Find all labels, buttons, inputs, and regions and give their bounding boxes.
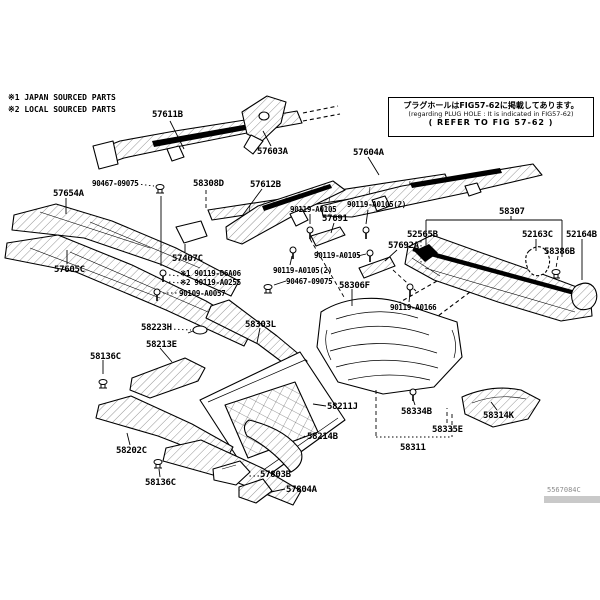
part-label-57692a: 57692A	[388, 241, 419, 251]
bolt-icon	[409, 388, 417, 402]
part-58213e-drawing	[129, 357, 206, 399]
part-label-58211j: 58211J	[327, 402, 358, 412]
part-label-58308d: 58308D	[193, 179, 224, 189]
part-58223h-drawing	[187, 325, 208, 335]
part-label-58303l: 58303L	[245, 320, 276, 330]
part-57407c-drawing	[175, 220, 208, 244]
part-57803b-drawing	[212, 460, 251, 486]
part-58306f-drawing	[316, 297, 463, 395]
part-57611b-drawing	[92, 105, 341, 170]
bolt-icon	[366, 249, 374, 263]
part-label-58136c: 58136C	[145, 478, 176, 488]
part-52163c-drawing	[525, 246, 551, 277]
part-58307-drawing	[394, 234, 598, 323]
diagram-artwork	[4, 95, 598, 506]
note-english-text: (regarding PLUG HOLE : It is indicated i…	[408, 110, 574, 118]
part-label-58306f: 58306F	[339, 281, 370, 291]
part-label-58335e: 58335E	[432, 425, 463, 435]
part-label-90119-a0105: 90119-A0105	[314, 251, 361, 260]
part-label-58334b: 58334B	[401, 407, 432, 417]
part-52565b-drawing	[414, 244, 438, 262]
leader-lines	[65, 120, 583, 493]
legend-line-1: ※1 JAPAN SOURCED PARTS	[8, 93, 116, 102]
part-label-2-90119-a0255: ※2 90119-A0255	[180, 278, 241, 287]
part-label-57407c: 57407C	[172, 254, 203, 264]
part-57654a-drawing	[11, 203, 240, 297]
part-label-90119-a0105: 90119-A0105	[290, 205, 337, 214]
part-label-57604a: 57604A	[353, 148, 384, 158]
part-label-58202c: 58202C	[116, 446, 147, 456]
part-label-58307: 58307	[499, 207, 525, 217]
part-label-57611b: 57611B	[152, 110, 183, 120]
clip-icon	[155, 184, 165, 194]
part-58214b-drawing	[243, 419, 303, 473]
part-58211j-drawing	[199, 351, 346, 486]
plug-hole-note-box: プラグホールはFIG57-62に掲載してあります。 (regarding PLU…	[388, 97, 594, 137]
part-label-57654a: 57654A	[53, 189, 84, 199]
part-label-57612b: 57612B	[250, 180, 281, 190]
part-label-90119-a0166: 90119-A0166	[390, 303, 437, 312]
clip-icon	[551, 269, 561, 279]
part-label-58311: 58311	[400, 443, 426, 453]
part-57612b-drawing	[225, 180, 346, 245]
part-label-52163c: 52163C	[522, 230, 553, 240]
note-refer-text: ( REFER TO FIG 57-62 )	[428, 118, 554, 127]
part-label-90467-09075: 90467-09075	[286, 277, 333, 286]
part-57804a-drawing	[238, 478, 273, 504]
part-label-90109-a0057: 90109-A0057	[179, 289, 226, 298]
footer-bar	[544, 496, 600, 503]
part-label-1-90119-d6a06: ※1 90119-D6A06	[180, 269, 241, 278]
part-label-58223h: 58223H	[141, 323, 172, 333]
bolt-icon	[289, 246, 297, 260]
part-label-58213e: 58213E	[146, 340, 177, 350]
legend-line-2: ※2 LOCAL SOURCED PARTS	[8, 105, 116, 114]
part-label-90119-a0105-2: 90119-A0105(2)	[347, 200, 407, 209]
part-label-58314k: 58314K	[483, 411, 514, 421]
part-57691-drawing	[310, 226, 346, 247]
part-label-90467-09075: 90467-09075	[92, 179, 139, 188]
part-52164b-drawing	[570, 282, 598, 311]
part-57692a-drawing	[358, 256, 396, 279]
part-57604a-drawing	[320, 163, 543, 218]
part-58314k-drawing	[461, 387, 541, 428]
bolt-icon	[406, 283, 414, 297]
part-label-57603a: 57603A	[257, 147, 288, 157]
bolt-icon	[362, 226, 370, 240]
part-57603a-drawing	[241, 95, 287, 155]
note-japanese-text: プラグホールはFIG57-62に掲載してあります。	[403, 101, 579, 110]
clip-icon	[263, 284, 273, 294]
part-label-52565b: 52565B	[407, 230, 438, 240]
part-label-52164b: 52164B	[566, 230, 597, 240]
part-label-57804a: 57804A	[286, 485, 317, 495]
clip-icon	[98, 379, 108, 389]
clip-icon	[153, 459, 163, 469]
part-label-58386b: 58386B	[544, 247, 575, 257]
part-label-57803b: 57803B	[260, 470, 291, 480]
part-label-58214b: 58214B	[307, 432, 338, 442]
part-label-57691: 57691	[322, 214, 348, 224]
part-label-58136c: 58136C	[90, 352, 121, 362]
part-label-90119-a0105-2: 90119-A0105(2)	[273, 266, 333, 275]
sourcing-legend: ※1 JAPAN SOURCED PARTS ※2 LOCAL SOURCED …	[8, 92, 116, 116]
drawing-number: 5567084C	[547, 486, 581, 494]
part-label-57605c: 57605C	[54, 265, 85, 275]
